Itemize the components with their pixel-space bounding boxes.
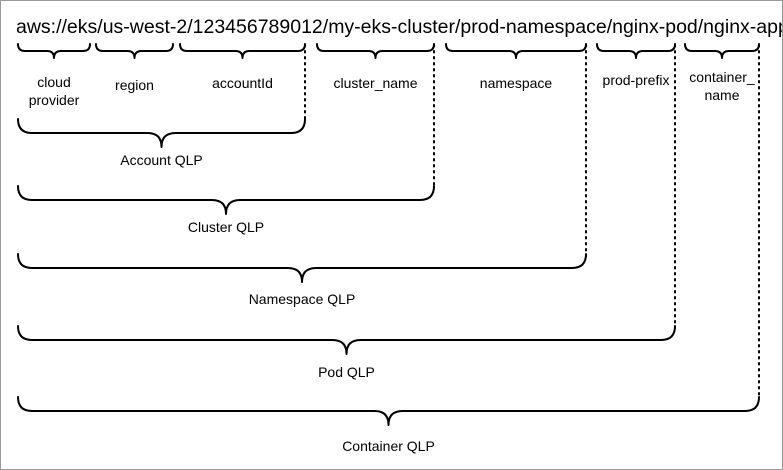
segment-brace	[684, 43, 760, 59]
qlp-label: Cluster QLP	[188, 219, 264, 235]
uri-string: aws://eks/us-west-2/123456789012/my-eks-…	[16, 16, 782, 38]
segment-brace	[316, 43, 435, 59]
qlp-brace	[17, 396, 760, 426]
segment-brace	[445, 43, 587, 59]
qlp-label: Container QLP	[342, 438, 435, 454]
segment-label: cluster_name	[333, 75, 417, 91]
qlp-braces: Account QLP Cluster QLP Namespace QLP Pod Q…	[17, 44, 760, 454]
segment-label: container_name	[689, 69, 755, 103]
qlp-label: Namespace QLP	[249, 291, 356, 307]
qlp-label: Account QLP	[120, 152, 203, 168]
segment-label: prod-prefix	[603, 72, 670, 88]
segment-brace	[179, 43, 306, 59]
qlp-brace	[17, 325, 676, 355]
segment-brace	[596, 43, 676, 59]
qlp-brace	[17, 118, 306, 148]
segment-label: region	[115, 77, 154, 93]
segment-label: namespace	[480, 75, 553, 91]
qlp-label: Pod QLP	[318, 364, 375, 380]
segment-label: accountId	[212, 75, 273, 91]
qlp-brace	[17, 253, 587, 283]
qlp-brace	[17, 185, 435, 215]
segment-brace	[95, 43, 174, 59]
segment-brace	[17, 43, 91, 59]
